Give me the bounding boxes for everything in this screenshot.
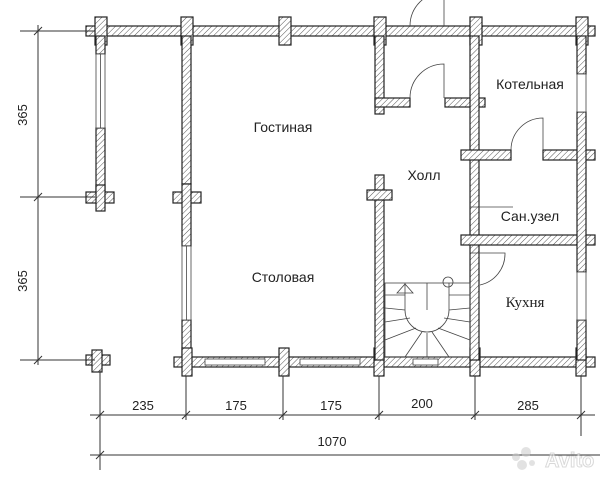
dim-horizontal-3: 175 bbox=[320, 398, 342, 413]
room-label-hall: Холл bbox=[408, 167, 441, 183]
dim-horizontal-4: 200 bbox=[411, 396, 433, 411]
dim-horizontal-1: 235 bbox=[132, 398, 154, 413]
room-label-dining: Столовая bbox=[252, 269, 315, 285]
dim-horizontal-5: 285 bbox=[517, 398, 539, 413]
room-label-bathroom: Сан.узел bbox=[501, 208, 559, 224]
dim-vertical-2: 365 bbox=[15, 270, 30, 292]
dim-horizontal-2: 175 bbox=[225, 398, 247, 413]
windows bbox=[95, 53, 587, 366]
avito-watermark: Avito bbox=[512, 447, 595, 473]
svg-text:Avito: Avito bbox=[545, 450, 594, 472]
walls bbox=[85, 16, 596, 377]
doors bbox=[409, 0, 544, 286]
dim-vertical-1: 365 bbox=[15, 104, 30, 126]
room-label-kitchen: Кухня bbox=[506, 295, 545, 311]
room-label-living: Гостиная bbox=[254, 119, 313, 135]
room-label-boiler: Котельная bbox=[496, 76, 564, 92]
dim-total: 1070 bbox=[318, 434, 347, 449]
staircase bbox=[384, 276, 471, 358]
